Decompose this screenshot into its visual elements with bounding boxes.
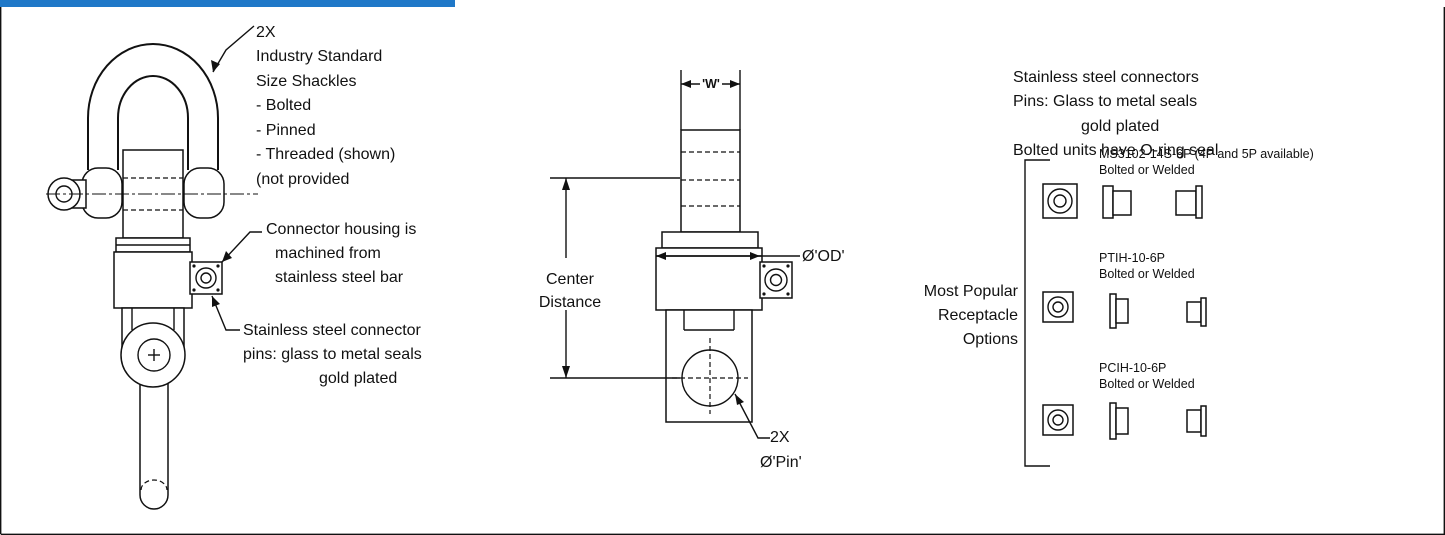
receptacle-part-label: MS3102-14S-6P (4P and 5P available) [1099,147,1314,161]
shackle-note-line: Industry Standard [256,48,382,65]
housing-note-line: stainless steel bar [275,269,404,286]
receptacle-front-icon [1042,291,1074,323]
receptacle-mount-label: Bolted or Welded [1099,267,1195,281]
shackle-note-line: (not provided [256,171,349,188]
width-dimension-label: 'W' [702,77,720,91]
pins-note-line: gold plated [319,370,397,387]
right-header: Stainless steel connectors Pins: Glass t… [1013,69,1218,159]
receptacle-option: MS3102-14S-6P (4P and 5P available) Bolt… [1042,147,1314,219]
shackle-notes: 2X Industry Standard Size Shackles - Bol… [256,24,395,188]
shackle-note-line: Size Shackles [256,73,357,90]
center-distance-label: Center [546,271,595,288]
receptacle-side-welded-icon [1175,185,1203,219]
receptacle-side-welded-icon [1186,405,1207,437]
od-dimension-label: Ø'OD' [802,248,845,265]
right-header-line: gold plated [1081,118,1159,135]
accent-bar [0,0,455,7]
receptacle-side-bolted-icon [1109,293,1129,329]
shackle-assembly [46,43,258,510]
dimension-labels: 'W' Ø'OD' Center Distance 2X Ø'Pin' [539,77,845,471]
housing-note-line: Connector housing is [266,221,416,238]
right-header-line: Pins: Glass to metal seals [1013,93,1197,110]
receptacle-mount-label: Bolted or Welded [1099,163,1195,177]
pin-dimension-label: 2X [770,429,790,446]
group-label-line: Receptacle [938,307,1018,324]
shackle-note-line: 2X [256,24,276,41]
connector-pins-note: Stainless steel connector pins: glass to… [243,322,422,387]
receptacle-part-label: PTIH-10-6P [1099,251,1165,265]
shackle-note-line: - Pinned [256,122,316,139]
receptacle-mount-label: Bolted or Welded [1099,377,1195,391]
pins-note-line: pins: glass to metal seals [243,346,422,363]
group-label-line: Options [963,331,1018,348]
right-header-line: Bolted units have O-ring seal [1013,142,1218,159]
receptacle-option: PTIH-10-6P Bolted or Welded [1042,251,1207,329]
receptacle-side-bolted-icon [1102,185,1132,219]
connector-housing-note: Connector housing is machined from stain… [266,221,416,286]
shackle-note-line: - Threaded (shown) [256,146,395,163]
receptacle-front-icon [1042,404,1074,436]
shackle-note-line: - Bolted [256,97,311,114]
shackle-leaders [211,25,262,331]
receptacle-side-welded-icon [1186,297,1207,327]
receptacle-bracket [1024,159,1050,467]
group-label-line: Most Popular [924,283,1019,300]
receptacle-front-icon [1042,183,1078,219]
receptacle-group-label: Most Popular Receptacle Options [924,283,1019,348]
receptacle-side-bolted-icon [1109,402,1129,440]
receptacle-part-label: PCIH-10-6P [1099,361,1166,375]
housing-note-line: machined from [275,245,381,262]
receptacle-option: PCIH-10-6P Bolted or Welded [1042,361,1207,440]
right-header-line: Stainless steel connectors [1013,69,1199,86]
dimensioned-body [550,70,800,439]
center-distance-label: Distance [539,294,601,311]
pin-dimension-label: Ø'Pin' [760,454,802,471]
pins-note-line: Stainless steel connector [243,322,422,339]
